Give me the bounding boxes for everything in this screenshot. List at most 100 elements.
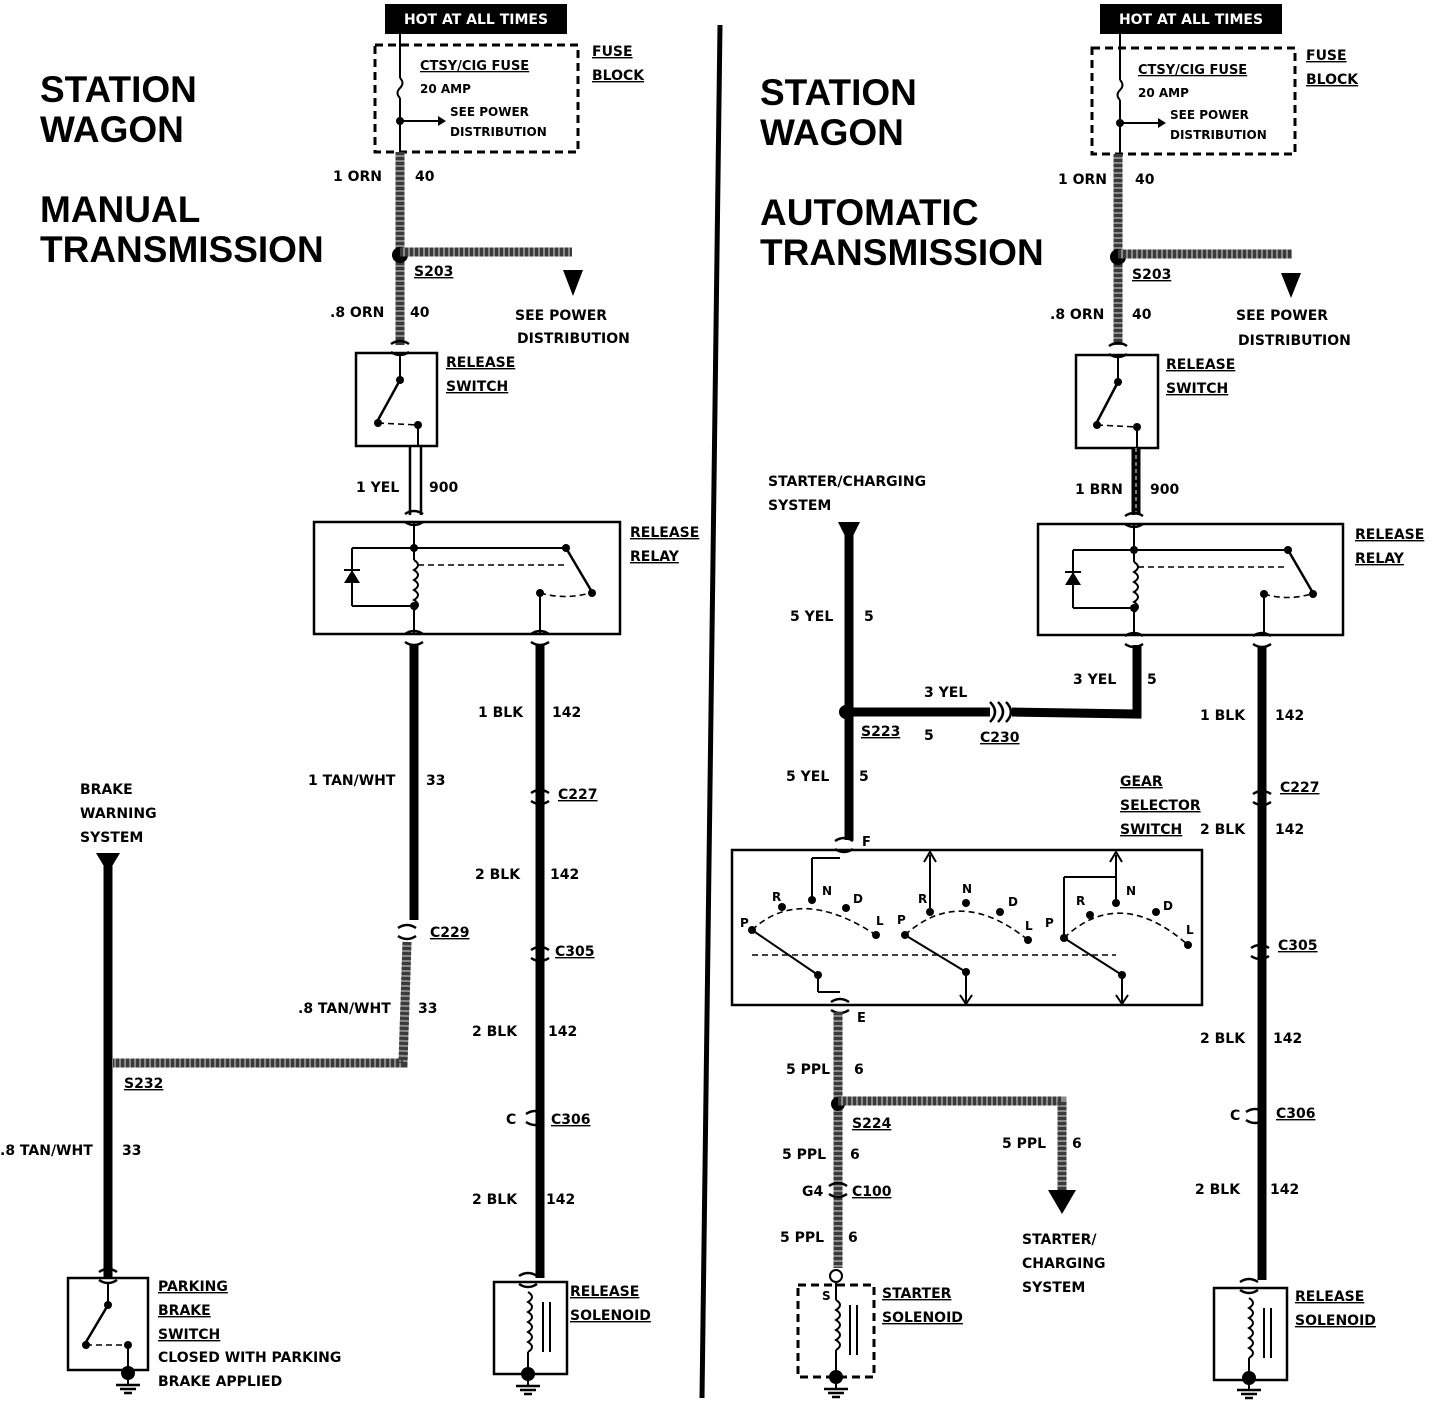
gear-section-1: P R N D L: [740, 857, 884, 993]
gear-l-1: L: [876, 914, 884, 928]
label-rr1: RELEASE: [630, 525, 699, 541]
label-ss2: SOLENOID: [882, 1310, 963, 1326]
label-pb2: BRAKE: [158, 1303, 211, 1319]
label-sc2: SYSTEM: [768, 498, 831, 514]
gear-p-1: P: [740, 916, 749, 930]
label-bw3: SYSTEM: [80, 830, 143, 846]
fuse-amp-r: 20 AMP: [1138, 86, 1189, 100]
gear-p-3: P: [1045, 916, 1054, 930]
fuse-see-1: SEE POWER: [450, 105, 529, 119]
label-1tanwht: 1 TAN/WHT: [308, 773, 396, 789]
gear-n-1: N: [822, 884, 832, 898]
label-142d-r: 142: [1270, 1182, 1299, 1198]
label-142c-r: 142: [1273, 1031, 1302, 1047]
label-3yel-a: 3 YEL: [924, 685, 967, 701]
label-1yel: 1 YEL: [356, 480, 399, 496]
label-ss-s: S: [822, 1289, 831, 1303]
label-rs1-r: RELEASE: [1166, 357, 1235, 373]
label-gs1: GEAR: [1120, 774, 1163, 790]
label-bw2: WARNING: [80, 806, 157, 822]
label-900: 900: [429, 480, 458, 496]
label-3yel-b: 3 YEL: [1073, 672, 1116, 688]
label-142b: 142: [550, 867, 579, 883]
fuse-box-r: [1090, 46, 1297, 156]
gear-p-2: P: [897, 913, 906, 927]
label-6a: 6: [854, 1062, 864, 1078]
label-pb3: SWITCH: [158, 1327, 220, 1343]
release-relay-box-r: [1036, 522, 1345, 637]
fuse-box: [373, 43, 580, 154]
label-2blk-a-r: 2 BLK: [1200, 822, 1246, 838]
left-diagram: STATION WAGON MANUAL TRANSMISSION HOT AT…: [0, 4, 699, 1396]
label-c-pin-r: C: [1230, 1108, 1240, 1124]
label-1orn: 1 ORN: [333, 169, 382, 185]
label-pb1: PARKING: [158, 1279, 228, 1295]
label-08orn: .8 ORN: [330, 305, 384, 321]
gear-n-2: N: [962, 882, 972, 896]
release-relay-box: [312, 520, 622, 636]
label-see-pd1-r: SEE POWER: [1236, 308, 1328, 324]
label-c306-r: C306: [1276, 1106, 1316, 1122]
label-1blk: 1 BLK: [478, 705, 524, 721]
left-title-1: STATION: [40, 69, 197, 110]
fuse-icon: [396, 77, 404, 99]
label-sc5: SYSTEM: [1022, 1280, 1085, 1296]
label-40a-r: 40: [1135, 172, 1155, 188]
label-142c: 142: [548, 1024, 577, 1040]
label-c227: C227: [558, 787, 598, 803]
hot-label: HOT AT ALL TIMES: [404, 12, 548, 28]
label-rs2: SWITCH: [446, 379, 508, 395]
label-33b: 33: [418, 1001, 437, 1017]
label-rr1-r: RELEASE: [1355, 527, 1424, 543]
label-pb5: BRAKE APPLIED: [158, 1374, 282, 1390]
left-title-2: WAGON: [40, 109, 184, 150]
right-title-2: WAGON: [760, 112, 904, 153]
label-gs3: SWITCH: [1120, 822, 1182, 838]
fuse-see-2: DISTRIBUTION: [450, 125, 547, 139]
label-5d: 5: [859, 769, 869, 785]
label-sol2: SOLENOID: [570, 1308, 651, 1324]
gear-d-3: D: [1163, 899, 1173, 913]
label-rr2: RELAY: [630, 549, 680, 565]
label-s232: S232: [124, 1076, 163, 1092]
fuse-see-2-r: DISTRIBUTION: [1170, 128, 1267, 142]
gear-d-1: D: [853, 892, 863, 906]
label-c305: C305: [555, 944, 595, 960]
label-08tanwht: .8 TAN/WHT: [298, 1001, 391, 1017]
fuse-see-1-r: SEE POWER: [1170, 108, 1249, 122]
label-sol2-r: SOLENOID: [1295, 1313, 1376, 1329]
label-2blk-c-r: 2 BLK: [1195, 1182, 1241, 1198]
label-5ppl-d: 5 PPL: [780, 1230, 824, 1246]
fuse-block-2-r: BLOCK: [1306, 72, 1359, 88]
label-c229: C229: [430, 925, 470, 941]
label-5ppl-a: 5 PPL: [786, 1062, 830, 1078]
release-solenoid-box-r: [1212, 1286, 1289, 1382]
starter-solenoid-box: [796, 1283, 876, 1379]
label-s223: S223: [861, 724, 900, 740]
label-s203-r: S203: [1132, 267, 1171, 283]
label-ss1: STARTER: [882, 1286, 952, 1302]
left-title-4: TRANSMISSION: [40, 229, 324, 270]
label-33c: 33: [122, 1143, 141, 1159]
gear-r-2: R: [918, 892, 927, 906]
fuse-block-1-r: FUSE: [1306, 48, 1347, 64]
fuse-name-r: CTSY/CIG FUSE: [1138, 63, 1247, 78]
gear-r-1: R: [772, 890, 781, 904]
fuse-block-2: BLOCK: [592, 68, 645, 84]
label-gs2: SELECTOR: [1120, 798, 1201, 814]
label-c305-r: C305: [1278, 938, 1318, 954]
gear-section-2: P R N D L: [897, 850, 1033, 1006]
label-6c: 6: [1072, 1136, 1082, 1152]
gear-r-3: R: [1076, 894, 1085, 908]
label-pin-e: E: [857, 1011, 866, 1026]
label-5yel-b: 5 YEL: [786, 769, 829, 785]
label-2blk-b-r: 2 BLK: [1200, 1031, 1246, 1047]
release-solenoid-box: [492, 1280, 569, 1376]
label-sc4: CHARGING: [1022, 1256, 1106, 1272]
label-40a: 40: [415, 169, 435, 185]
label-rs1: RELEASE: [446, 355, 515, 371]
fuse-amp: 20 AMP: [420, 82, 471, 96]
hot-label-r: HOT AT ALL TIMES: [1119, 12, 1263, 28]
